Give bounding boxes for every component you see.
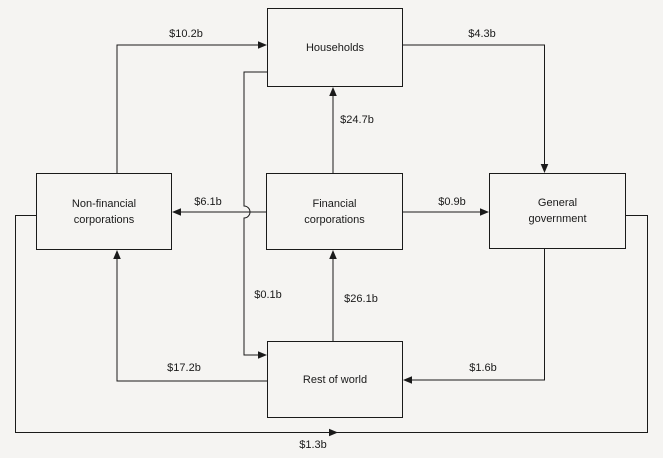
flow-households-to-restofworld	[243, 71, 267, 359]
flow-restofworld-to-financial	[329, 250, 337, 341]
flow-amount-financial-to-government: $0.9b	[438, 196, 466, 208]
node-general-government-label: General government	[528, 197, 587, 225]
node-households-label: Households	[305, 41, 365, 54]
node-non-financial-corporations-label: Non-financial corporations	[71, 197, 137, 226]
flow-amount-financial-to-nfc: $6.1b	[194, 196, 222, 208]
flow-amount-households-to-government: $4.3b	[468, 28, 496, 40]
flow-amount-financial-to-households: $24.7b	[340, 114, 374, 126]
flow-amount-government-to-restofworld: $1.6b	[469, 362, 497, 374]
flow-financial-to-nfc	[172, 208, 266, 216]
flow-amount-restofworld-to-financial: $26.1b	[344, 293, 378, 305]
flow-amount-nfc-to-households: $10.2b	[169, 28, 203, 40]
flow-financial-to-government	[403, 208, 489, 216]
flow-amount-restofworld-to-nfc: $17.2b	[167, 362, 201, 374]
flow-nfc-to-government	[15, 215, 648, 437]
flow-amount-nfc-to-government: $1.3b	[299, 439, 327, 451]
node-rest-of-world: Rest of world	[267, 341, 403, 418]
node-financial-corporations-label: Financial corporations	[304, 197, 365, 226]
node-households: Households	[267, 8, 403, 87]
flow-financial-to-households	[329, 87, 337, 173]
flow-government-to-restofworld	[403, 249, 545, 384]
node-non-financial-corporations: Non-financial corporations	[36, 173, 172, 250]
node-general-government: General government	[489, 173, 626, 249]
flow-amount-households-to-restofworld: $0.1b	[254, 289, 282, 301]
node-rest-of-world-label: Rest of world	[302, 373, 368, 386]
flow-restofworld-to-nfc	[113, 250, 267, 382]
flow-nfc-to-households	[116, 41, 267, 173]
flow-households-to-government	[403, 44, 549, 173]
node-financial-corporations: Financial corporations	[266, 173, 403, 250]
